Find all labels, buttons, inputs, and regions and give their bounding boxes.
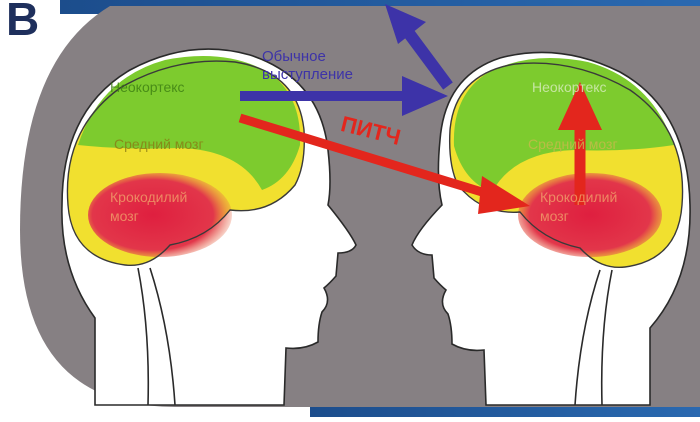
left-croc-label-2: мозг (110, 209, 139, 223)
left-croc-label-1: Крокодилий (110, 190, 187, 204)
normal-talk-line2: выступление (262, 66, 353, 84)
normal-talk-line1: Обычное (262, 48, 353, 66)
slide-letter: В (6, 0, 39, 42)
right-neocortex-label: Неокортекс (532, 80, 607, 94)
right-croc-label-2: мозг (540, 209, 569, 223)
normal-talk-label: Обычное выступление (262, 48, 353, 84)
bottom-band (310, 407, 700, 417)
right-croc-label-1: Крокодилий (540, 190, 617, 204)
right-midbrain-label: Средний мозг (528, 137, 618, 151)
left-midbrain-label: Средний мозг (114, 137, 204, 151)
left-neocortex-label: Неокортекс (110, 80, 185, 94)
